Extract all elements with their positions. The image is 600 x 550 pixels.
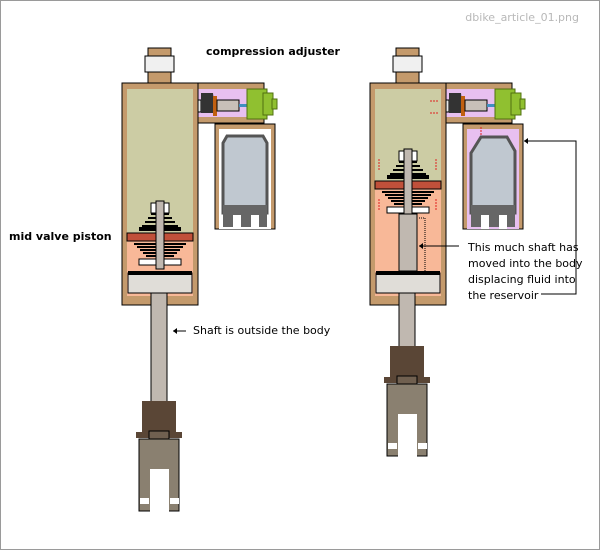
- shaft-outside-label: Shaft is outside the body: [193, 324, 331, 337]
- ifp-gap: [499, 215, 507, 229]
- displaced-shaft: [398, 213, 418, 272]
- arrowhead: [173, 328, 177, 334]
- extended-shock: [121, 47, 278, 512]
- ifp-gap: [233, 215, 241, 229]
- clevis-bushing: [388, 443, 397, 449]
- clevis-slot: [150, 469, 169, 512]
- ifp-gap: [481, 215, 489, 229]
- ifp-gap: [251, 215, 259, 229]
- check-valve: [201, 93, 215, 113]
- bumper: [390, 346, 424, 378]
- shaft-moved-line-3: displacing fluid into: [468, 273, 576, 286]
- adjuster-knob-tip: [271, 98, 278, 110]
- check-valve: [449, 93, 463, 113]
- seal-head-top: [376, 271, 440, 275]
- shaft-moved-line-4: the reservoir: [468, 289, 539, 302]
- shaft-inner: [155, 200, 165, 270]
- shaft-moved-line-1: This much shaft has: [468, 241, 579, 254]
- seal-head-top: [128, 271, 192, 275]
- eye-bushing: [392, 55, 423, 73]
- needle-tip: [487, 104, 497, 107]
- ifp-base: [471, 205, 515, 227]
- ifp-base: [223, 205, 267, 227]
- file-name: dbike_article_01.png: [465, 11, 579, 24]
- valve-shim: [461, 96, 465, 116]
- adjuster-needle: [216, 99, 240, 112]
- seal-head: [127, 272, 193, 294]
- bumper: [142, 401, 176, 433]
- gas-chamber: [221, 134, 269, 215]
- arrowhead: [419, 243, 423, 249]
- clevis-slot: [398, 414, 417, 457]
- shaft-moved-line-2: moved into the body: [468, 257, 583, 270]
- clevis-bushing: [140, 498, 149, 504]
- arrowhead: [524, 138, 528, 144]
- needle-tip: [239, 104, 249, 107]
- eye-bushing: [144, 55, 175, 73]
- compressed-shock: [369, 47, 526, 457]
- gas-chamber: [469, 135, 517, 215]
- adjuster-knob-tip: [519, 98, 526, 110]
- adjuster-needle: [464, 99, 488, 112]
- mid-valve-piston-label: mid valve piston: [9, 230, 112, 243]
- clevis-bushing: [418, 443, 427, 449]
- compression-adjuster-label: compression adjuster: [206, 45, 340, 58]
- seal-head: [375, 272, 441, 294]
- shaft-moved-label: This much shaft has moved into the body …: [468, 240, 583, 304]
- valve-shim: [213, 96, 217, 116]
- reservoir-arrow: [524, 140, 577, 295]
- clevis-bushing: [170, 498, 179, 504]
